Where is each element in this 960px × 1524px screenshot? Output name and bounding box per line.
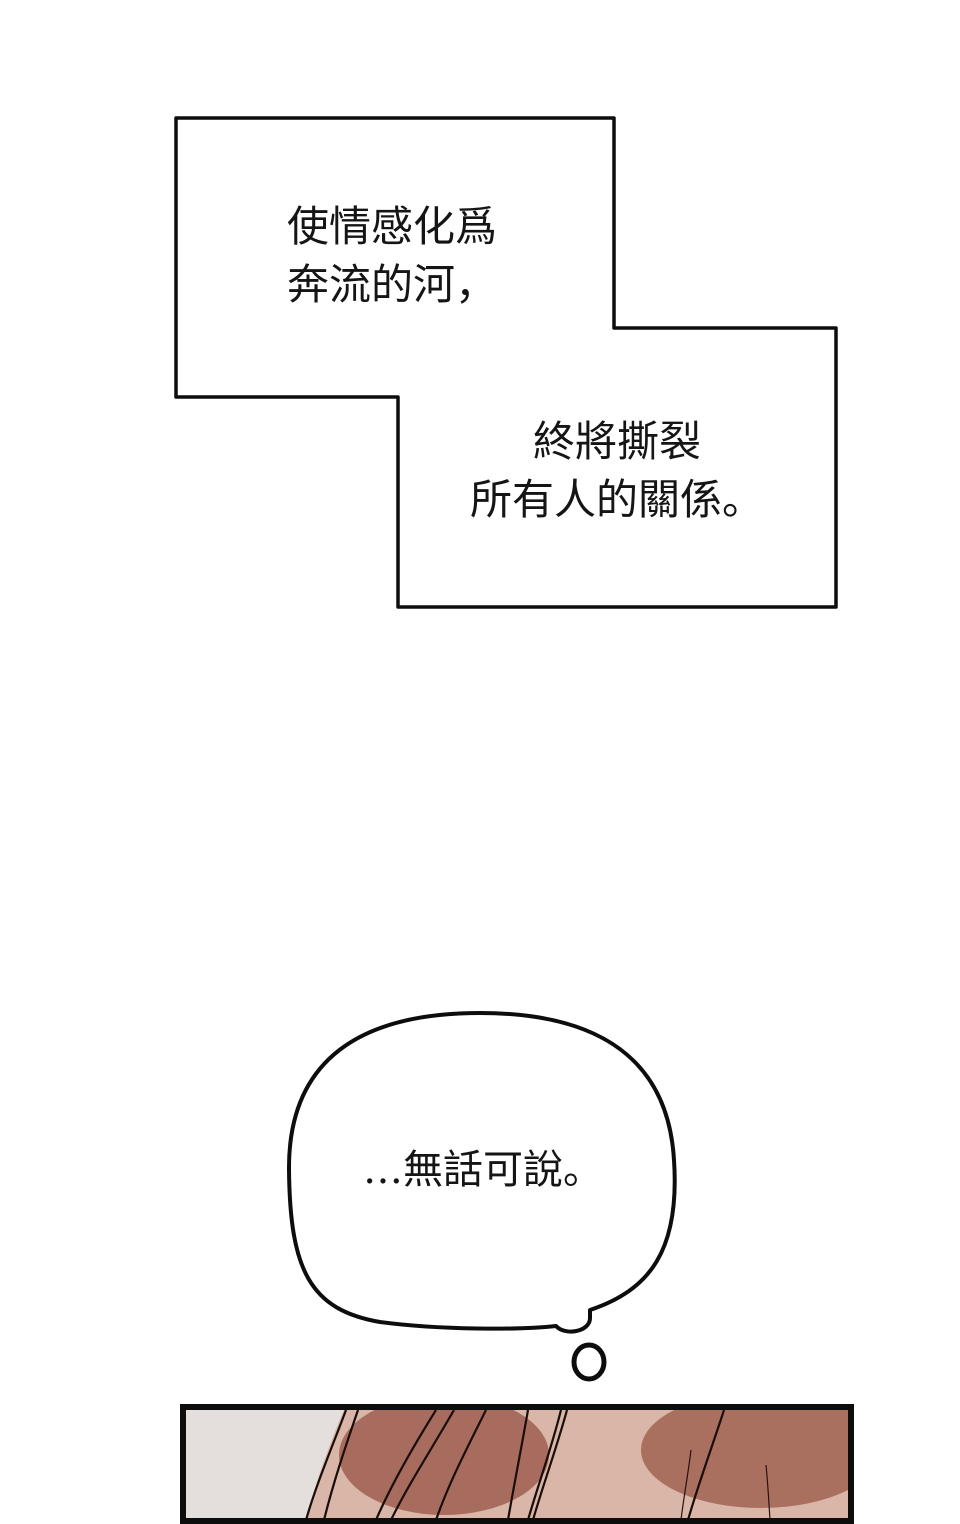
comic-panel [180, 1404, 854, 1524]
caption-box-outline [174, 116, 838, 609]
caption-lower-line-2: 所有人的關係。 [469, 475, 764, 524]
thought-bubble [286, 1011, 677, 1382]
thought-bubble-text: …無話可說。 [363, 1147, 603, 1193]
caption-upper-line-1: 使情感化爲 [287, 202, 498, 251]
caption-upper-line-2: 奔流的河， [287, 260, 498, 309]
caption-lower-line-1: 終將撕裂 [532, 417, 701, 466]
thought-bubble-tail-dot [571, 1342, 607, 1382]
caption-lower: 終將撕裂 所有人的關係。 [398, 413, 836, 529]
panel-illustration [186, 1410, 848, 1518]
caption-upper: 使情感化爲 奔流的河， [287, 198, 497, 314]
